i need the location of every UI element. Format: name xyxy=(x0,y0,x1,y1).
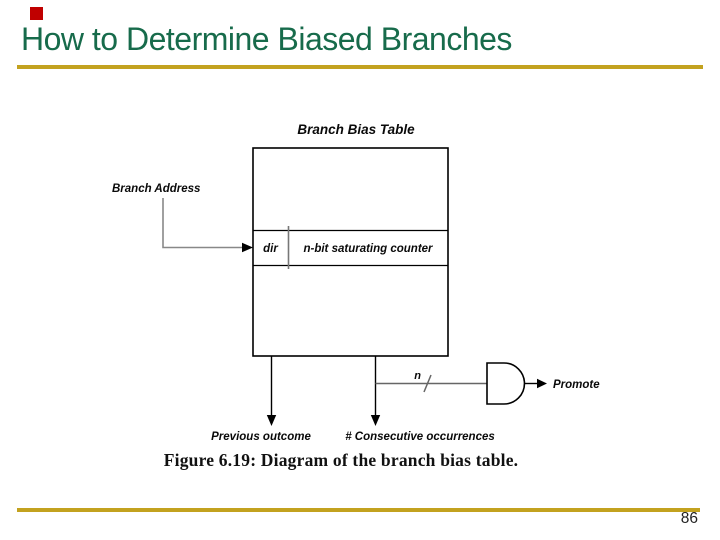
dir-cell-label: dir xyxy=(263,243,278,255)
occurrences-label: # Consecutive occurrences xyxy=(345,431,495,443)
previous-outcome-arrowhead xyxy=(266,415,277,426)
counter-cell-label: n-bit saturating counter xyxy=(303,243,433,255)
slide-title: How to Determine Biased Branches xyxy=(21,21,512,57)
page-number: 86 xyxy=(680,510,698,527)
bus-width-slash xyxy=(423,374,432,393)
and-gate xyxy=(486,362,526,405)
table-title-label: Branch Bias Table xyxy=(297,122,415,137)
branch-address-connector xyxy=(162,198,242,249)
branch-address-arrowhead xyxy=(242,242,253,253)
bus-width-label: n xyxy=(414,370,421,382)
title-underline-rule xyxy=(17,65,703,69)
promote-label: Promote xyxy=(553,379,600,391)
bias-table-box xyxy=(252,147,449,357)
occurrences-arrowhead xyxy=(370,415,381,426)
red-bullet-square xyxy=(30,7,43,20)
branch-address-label: Branch Address xyxy=(112,183,200,195)
figure-caption: Figure 6.19: Diagram of the branch bias … xyxy=(163,450,519,470)
footer-rule xyxy=(17,508,700,512)
previous-outcome-label: Previous outcome xyxy=(211,431,311,443)
promote-arrowhead xyxy=(537,378,547,389)
